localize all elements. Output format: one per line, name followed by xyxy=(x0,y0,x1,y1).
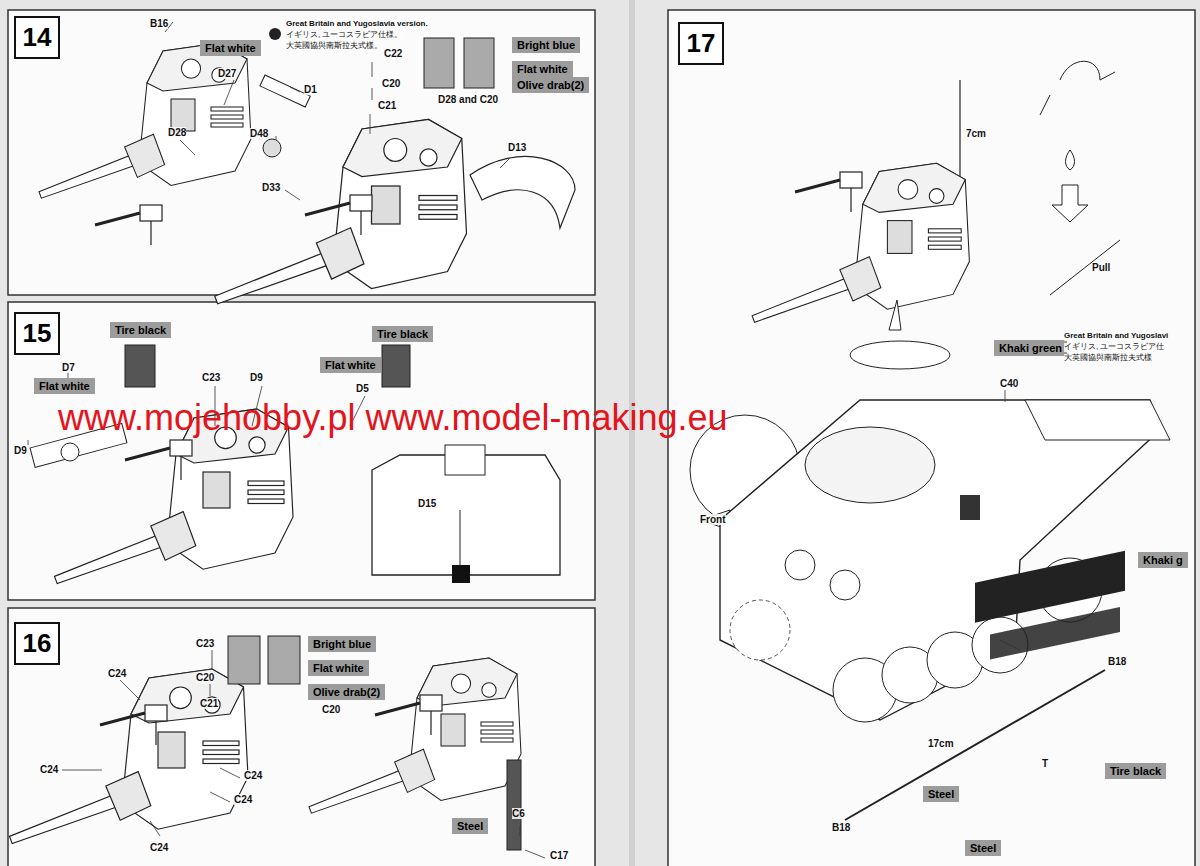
paint-name: Flat white xyxy=(325,359,376,371)
paint-name: Tire black xyxy=(377,328,428,340)
part-label: C24 xyxy=(244,770,262,781)
part-label: C24 xyxy=(40,764,58,775)
paint-name: Olive drab(2) xyxy=(517,79,584,91)
paint-name: Steel xyxy=(970,842,996,854)
paint-name: Khaki g xyxy=(1143,554,1183,566)
part-label: C21 xyxy=(200,698,218,709)
paint-name: Olive drab(2) xyxy=(313,686,380,698)
paint-color-box: Tire black xyxy=(110,322,171,338)
part-label: C24 xyxy=(108,668,126,679)
part-label: C23 xyxy=(202,372,220,383)
part-label: C17 xyxy=(550,850,568,861)
paint-color-box: Bright blue xyxy=(512,37,580,53)
part-label: 7cm xyxy=(966,128,986,139)
watermark: www.mojehobby.pl www.model-making.eu xyxy=(58,398,728,438)
step-number: 15 xyxy=(23,318,52,348)
paint-color-box: Flat white xyxy=(320,357,381,373)
paint-color-box: Flat white xyxy=(200,40,261,56)
paint-name: Tire black xyxy=(115,324,166,336)
part-label: T xyxy=(1042,758,1048,769)
part-label: D7 xyxy=(62,362,75,373)
part-label: 大英國協與南斯拉夫式樣 xyxy=(1064,354,1152,363)
part-label: イギリス, ユーコスラビア仕様。 xyxy=(286,31,402,40)
part-label: B18 xyxy=(1108,656,1126,667)
part-label: B16 xyxy=(150,18,168,29)
part-label: D27 xyxy=(218,68,236,79)
step-number: 17 xyxy=(687,28,716,58)
part-label: D28 xyxy=(168,127,186,138)
part-label: D33 xyxy=(262,182,280,193)
part-label: C24 xyxy=(150,842,168,853)
paint-color-box: Steel xyxy=(965,840,1001,856)
step-number-box: 15 xyxy=(14,312,60,355)
part-label: C21 xyxy=(378,100,396,111)
part-label: D9 xyxy=(14,445,27,456)
part-label: C23 xyxy=(196,638,214,649)
paint-name: Bright blue xyxy=(517,39,575,51)
step-number: 14 xyxy=(23,22,52,52)
paint-name: Flat white xyxy=(205,42,256,54)
paint-color-box: Steel xyxy=(452,818,488,834)
part-label: Great Britain and Yugoslavi xyxy=(1064,332,1168,341)
part-label: Pull xyxy=(1092,262,1110,273)
part-label: D48 xyxy=(250,128,268,139)
part-label: 大英國協與南斯拉夫式樣。 xyxy=(286,42,382,51)
paint-color-box: Khaki g xyxy=(1138,552,1188,568)
part-label: Front xyxy=(700,514,726,525)
paint-name: Tire black xyxy=(1110,765,1161,777)
paint-name: Khaki green xyxy=(999,342,1062,354)
paint-color-box: Khaki green xyxy=(994,340,1067,356)
part-label: D15 xyxy=(418,498,436,509)
paint-name: Flat white xyxy=(517,63,568,75)
part-label: D9 xyxy=(250,372,263,383)
part-label: C6 xyxy=(512,808,525,819)
step-number: 16 xyxy=(23,628,52,658)
step-number-box: 16 xyxy=(14,622,60,665)
part-label: C20 xyxy=(322,704,340,715)
paint-color-box: Tire black xyxy=(372,326,433,342)
part-label: D1 xyxy=(304,84,317,95)
part-label: イギリス, ユーコスラビア仕 xyxy=(1064,343,1164,352)
part-label: C24 xyxy=(234,794,252,805)
paint-name: Bright blue xyxy=(313,638,371,650)
part-label: C20 xyxy=(196,672,214,683)
step-number-box: 14 xyxy=(14,16,60,59)
paint-color-box: Olive drab(2) xyxy=(308,684,385,700)
paint-name: Steel xyxy=(457,820,483,832)
paint-name: Flat white xyxy=(39,380,90,392)
paint-name: Flat white xyxy=(313,662,364,674)
part-label: D5 xyxy=(356,383,369,394)
part-label: D28 and C20 xyxy=(438,94,498,105)
paint-color-box: Steel xyxy=(923,786,959,802)
part-label: D13 xyxy=(508,142,526,153)
part-label: 17cm xyxy=(928,738,954,749)
paint-color-box: Tire black xyxy=(1105,763,1166,779)
part-label: Great Britain and Yugoslavia version. xyxy=(286,20,428,29)
paint-color-box: Flat white xyxy=(512,61,573,77)
paint-color-box: Flat white xyxy=(34,378,95,394)
part-label: B18 xyxy=(832,822,850,833)
part-label: C20 xyxy=(382,78,400,89)
step-number-box: 17 xyxy=(678,22,724,65)
paint-color-box: Bright blue xyxy=(308,636,376,652)
part-label: C22 xyxy=(384,48,402,59)
paint-color-box: Flat white xyxy=(308,660,369,676)
paint-color-box: Olive drab(2) xyxy=(512,77,589,93)
part-label: C40 xyxy=(1000,378,1018,389)
paint-name: Steel xyxy=(928,788,954,800)
